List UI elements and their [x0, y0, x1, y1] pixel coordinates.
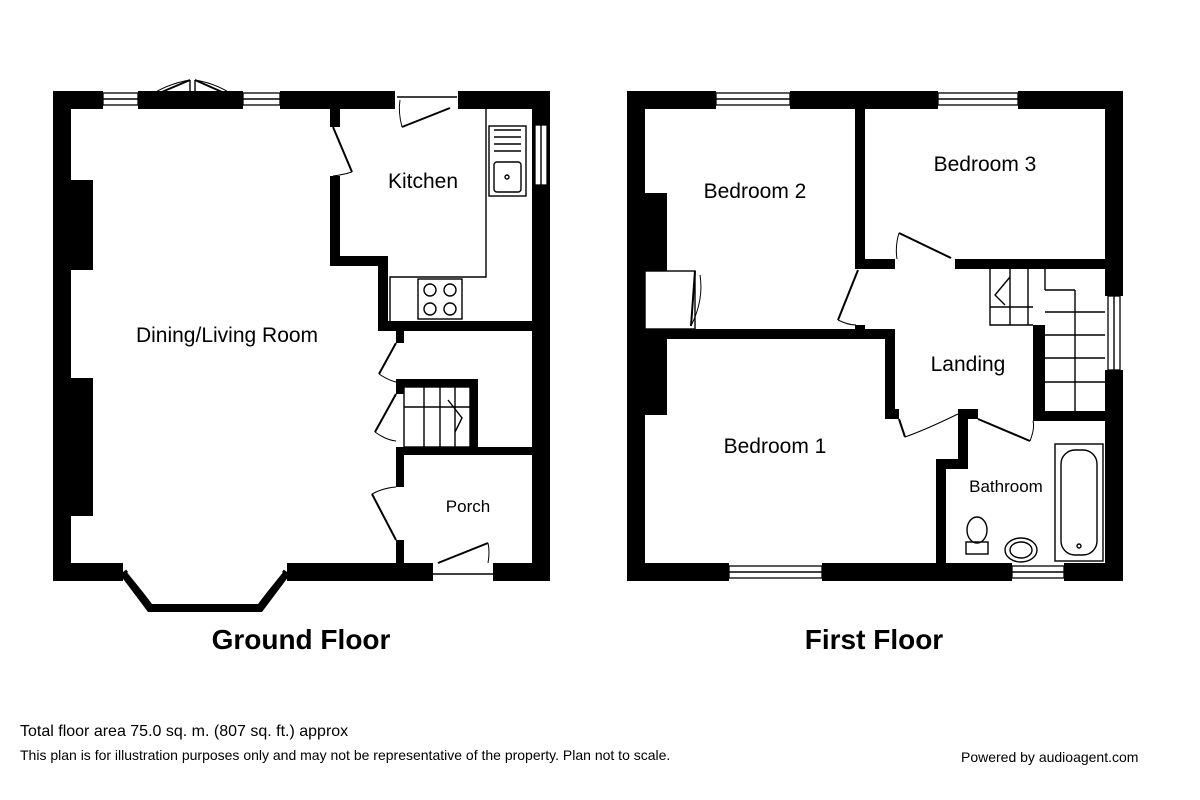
ff-bedroom3-door: [895, 232, 952, 260]
ff-room-bedroom1-label: Bedroom 1: [724, 435, 827, 458]
gf-kitchen-sink: [488, 125, 527, 197]
ff-room-landing-label: Landing: [931, 353, 1006, 376]
gf-chimney-breast-lower: [71, 378, 93, 516]
gf-french-doors: [142, 79, 241, 101]
gf-kitchen-worktop: [389, 109, 487, 321]
gf-porch-front-door: [433, 542, 493, 575]
gf-porch-inner-door: [371, 486, 397, 541]
powered-by-credit: Powered by audioagent.com: [961, 749, 1139, 765]
ff-bedroom2-wardrobe-door: [690, 270, 702, 327]
gf-room-living-label: Dining/Living Room: [136, 324, 318, 347]
ground-floor-title: Ground Floor: [212, 624, 391, 655]
ff-wash-basin: [1004, 537, 1038, 563]
ff-wall-stair-left: [1033, 325, 1045, 421]
gf-wall-right: [532, 91, 550, 581]
ff-wall-bed2-bed3: [855, 109, 865, 269]
first-floor-plan: Bedroom 2 Bedroom 3 Landing Bedroom 1 Ba…: [627, 91, 1123, 655]
gf-kitchen-wall-bottom: [378, 321, 532, 331]
ff-wall-left: [627, 91, 645, 581]
ff-staircase: [989, 269, 1105, 411]
ff-wall-top-a: [627, 91, 716, 109]
ff-room-bedroom3-label: Bedroom 3: [934, 153, 1037, 176]
ff-wall-top-b: [790, 91, 938, 109]
ff-wall-bottom-b: [822, 563, 1012, 581]
plan-disclaimer: This plan is for illustration purposes o…: [20, 747, 671, 763]
ff-wall-top-c: [1018, 91, 1123, 109]
ff-wall-bed3-bottom-a: [855, 259, 895, 269]
gf-kitchen-wall-step: [330, 256, 388, 266]
gf-kitchen-wall-step-down: [378, 256, 388, 331]
ff-bathroom-door: [977, 418, 1035, 442]
gf-room-kitchen-label: Kitchen: [388, 170, 458, 193]
gf-living-door-lower: [374, 393, 397, 442]
ff-wall-stair-bottom: [1033, 411, 1105, 421]
gf-kitchen-wall-left-lower: [330, 176, 340, 266]
gf-kitchen-door: [332, 126, 353, 177]
gf-porch-wall-left-lower: [396, 540, 404, 563]
gf-kitchen-back-door: [397, 96, 457, 128]
gf-hall-wall-upper: [396, 331, 404, 343]
gf-wall-top-kitchen: [458, 91, 550, 109]
ff-wall-bed1-top: [645, 329, 895, 339]
ff-room-bathroom-label: Bathroom: [969, 477, 1043, 496]
ff-wall-bottom-a: [627, 563, 729, 581]
ff-chimney-upper: [645, 193, 667, 271]
ff-wall-landing-bottom-a: [885, 409, 899, 419]
gf-wall-left: [53, 91, 71, 581]
ff-wall-right-lower: [1105, 370, 1123, 581]
gf-wall-bottom-right: [493, 563, 550, 581]
gf-wall-bottom-mid: [287, 563, 433, 581]
ff-room-bedroom2-label: Bedroom 2: [704, 180, 807, 203]
ff-bath-tub: [1054, 443, 1104, 562]
gf-chimney-breast-upper: [71, 180, 93, 270]
total-floor-area: Total floor area 75.0 sq. m. (807 sq. ft…: [20, 723, 349, 740]
gf-kitchen-wall-left: [330, 109, 340, 127]
ff-toilet: [965, 516, 989, 555]
gf-hall-bottom-wall: [396, 447, 532, 455]
ff-bedroom2-door: [837, 269, 859, 326]
ff-wall-bed3-bottom-b: [955, 259, 1105, 269]
ff-wall-landing-left: [885, 329, 895, 419]
ff-bedroom1-door: [898, 413, 959, 438]
gf-kitchen-hob: [417, 278, 463, 320]
ground-floor-plan: Dining/Living Room Kitchen Porch Ground …: [53, 79, 550, 655]
gf-porch-wall-left-upper: [396, 447, 404, 487]
ff-wall-bath-left-lower: [936, 459, 946, 563]
first-floor-title: First Floor: [805, 624, 944, 655]
gf-wall-top-right: [280, 91, 395, 109]
ff-wall-bath-step: [936, 459, 968, 469]
ff-chimney-lower: [645, 337, 667, 415]
ff-wall-bottom-c: [1064, 563, 1123, 581]
ff-wall-right-upper: [1105, 91, 1123, 296]
ff-bedroom2-wardrobe: [644, 270, 696, 330]
gf-stair-wall-right: [470, 379, 478, 447]
gf-wall-bottom-left: [53, 563, 123, 581]
gf-bay-window: [119, 569, 291, 612]
gf-stair-wall-top: [396, 379, 478, 387]
gf-hall-wall-mid: [396, 382, 404, 394]
gf-living-door-upper: [378, 342, 397, 383]
gf-room-porch-label: Porch: [446, 497, 490, 516]
ff-wall-bath-left: [958, 409, 968, 469]
gf-staircase: [403, 386, 471, 448]
